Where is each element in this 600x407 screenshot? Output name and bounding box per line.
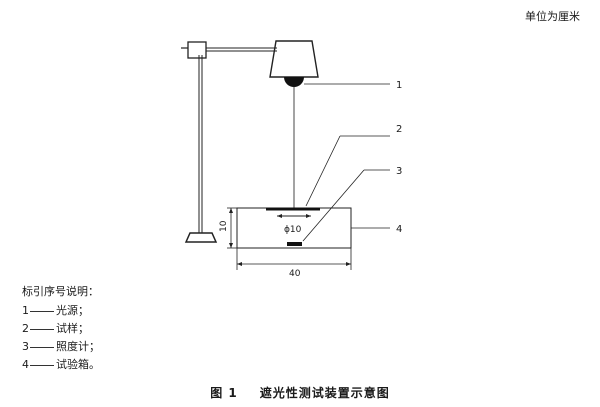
clamp-block [187, 41, 207, 59]
callout-1: 1 [396, 80, 402, 91]
leader-2-diag [305, 135, 341, 207]
legend-title: 标引序号说明： [22, 285, 99, 298]
figure-caption: 图 1 遮光性测试装置示意图 [0, 384, 600, 401]
callout-2: 2 [396, 124, 402, 135]
figure-number: 图 1 [210, 386, 238, 400]
callout-4: 4 [396, 224, 402, 235]
leader-3-diag [302, 169, 365, 242]
callout-3: 3 [396, 166, 402, 177]
light-bulb [284, 77, 304, 87]
unit-note: 单位为厘米 [525, 10, 580, 23]
lampshade [269, 40, 319, 78]
figure-title: 遮光性测试装置示意图 [259, 386, 390, 400]
diameter-label: ϕ10 [284, 225, 302, 235]
illuminance-meter [287, 242, 302, 246]
height-label: 10 [219, 220, 229, 232]
width-arrow-right [346, 262, 351, 266]
diameter-arrow-right [306, 214, 311, 218]
height-arrow-top [229, 208, 233, 213]
width-label: 40 [289, 269, 301, 279]
height-arrow-bottom [229, 243, 233, 248]
diameter-arrow-left [277, 214, 282, 218]
width-arrow-left [237, 262, 242, 266]
stand-base [184, 232, 218, 243]
